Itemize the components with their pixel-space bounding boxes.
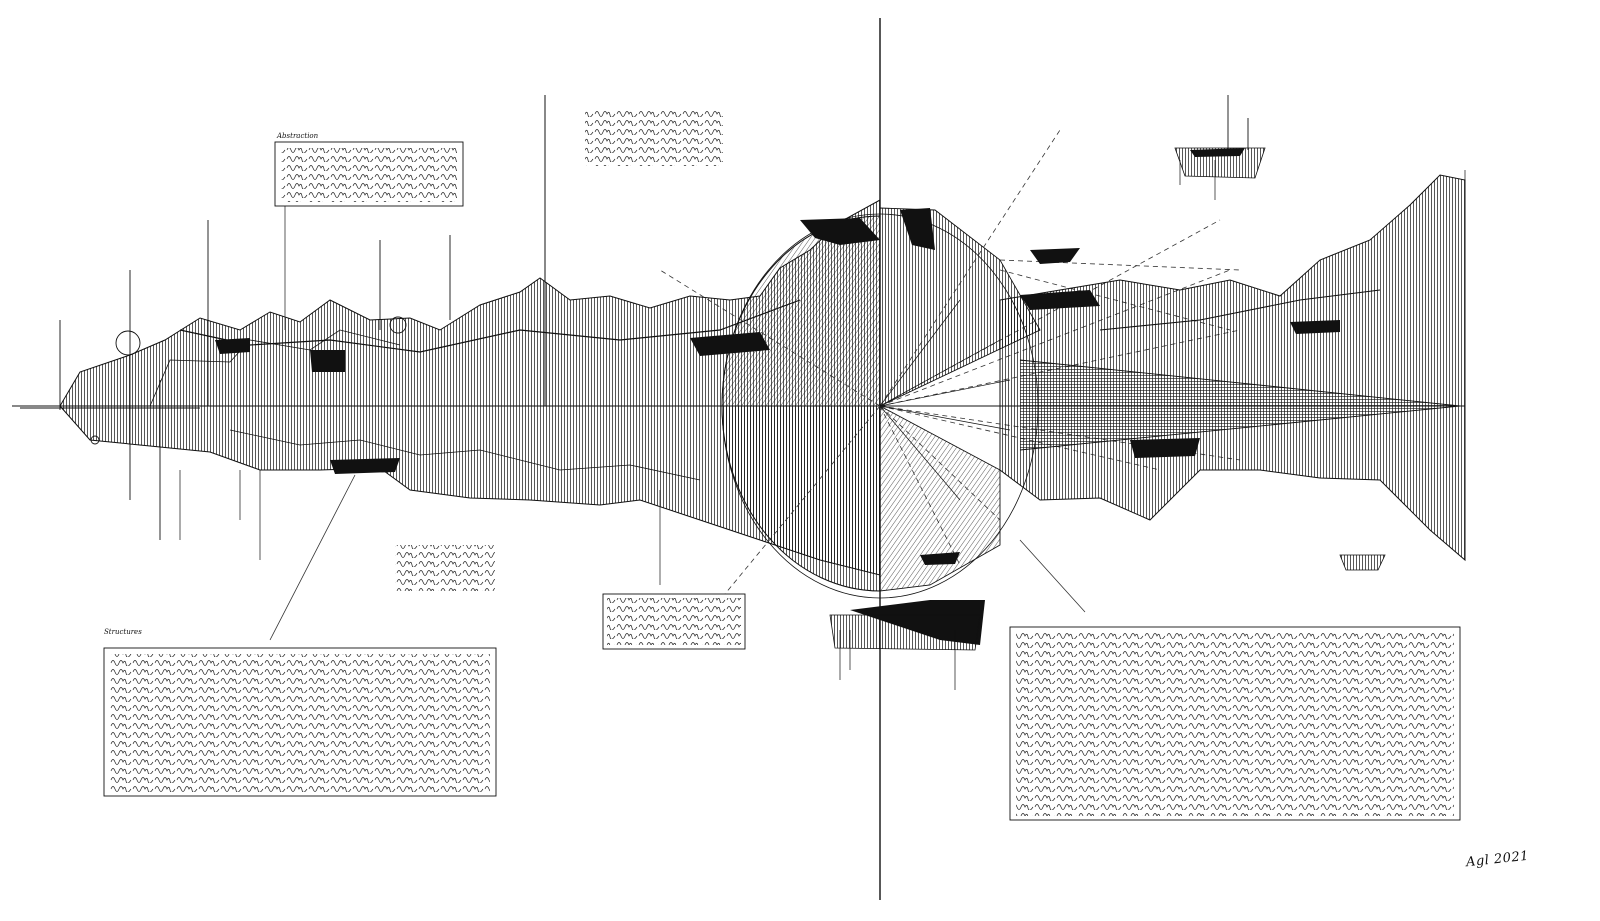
hanging-lines: [179, 160, 1466, 690]
left-antennas: [20, 235, 451, 540]
svg-text:Structures: Structures: [104, 628, 142, 636]
note-center: [602, 593, 746, 650]
floating-fragments: [829, 147, 1386, 651]
leader-lines: [269, 205, 1086, 641]
note-top-left: Abstraction: [274, 132, 464, 207]
note-top-center: [585, 110, 723, 166]
central-dome-lower: [721, 405, 881, 592]
svg-text:Abstraction: Abstraction: [276, 132, 319, 140]
note-bottom-right: [1009, 626, 1461, 821]
note-mid-left: [395, 545, 495, 591]
note-bottom-left: Structures: [103, 628, 497, 797]
central-dome-upper: [721, 215, 881, 407]
